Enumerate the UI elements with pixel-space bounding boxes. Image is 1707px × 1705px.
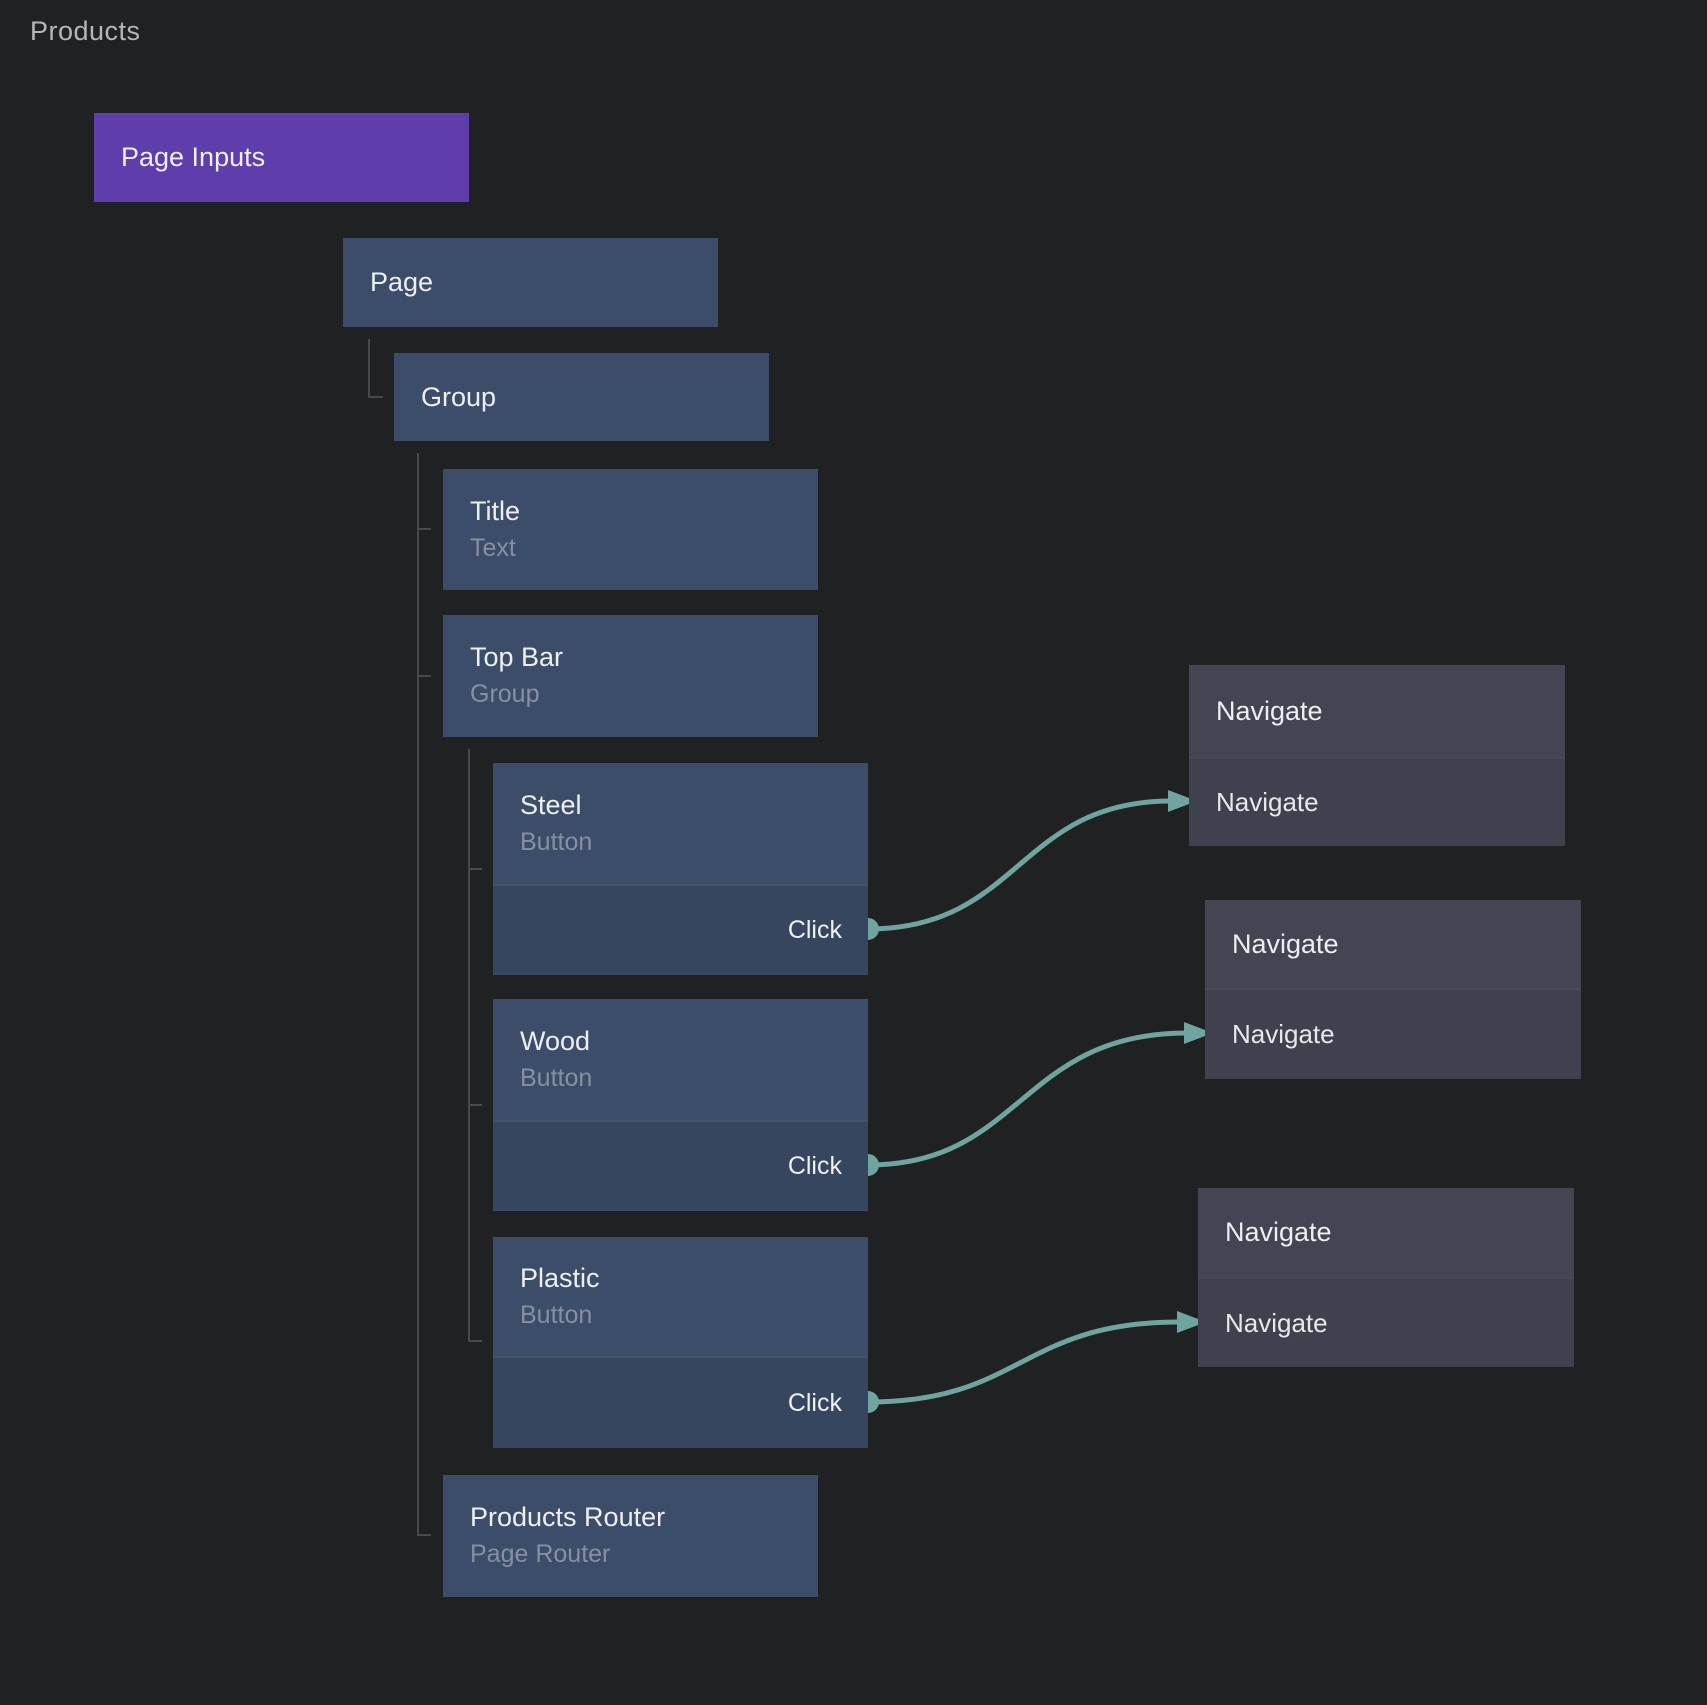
action-navigate-3-title: Navigate — [1225, 1217, 1332, 1247]
node-products-router[interactable]: Products Router Page Router — [443, 1475, 818, 1597]
node-top-bar-type: Group — [470, 680, 540, 708]
node-title-type: Text — [470, 533, 516, 562]
action-navigate-2-row[interactable]: Navigate — [1205, 988, 1581, 1079]
action-navigate-2-action-label: Navigate — [1232, 1019, 1335, 1049]
node-wood-type: Button — [520, 1063, 593, 1092]
node-products-router-label: Products Router — [470, 1502, 666, 1532]
wire-wood-click-to-navigate-2[interactable] — [867, 1030, 1188, 1168]
node-plastic-click-label: Click — [787, 1388, 842, 1417]
node-steel-click-label: Click — [787, 915, 842, 944]
action-navigate-2-title: Navigate — [1232, 928, 1339, 959]
action-navigate-1-header: Navigate — [1189, 665, 1565, 757]
arrowhead-navigate-3 — [1177, 1311, 1206, 1333]
action-navigate-3[interactable]: Navigate Navigate — [1198, 1188, 1574, 1367]
arrowhead-navigate-1 — [1168, 790, 1197, 812]
action-navigate-3-action-label: Navigate — [1225, 1307, 1328, 1338]
node-page-label: Page — [370, 267, 434, 297]
node-group[interactable]: Group — [394, 353, 769, 441]
node-page[interactable]: Page — [343, 238, 718, 327]
tree-connector-page-to-group — [368, 339, 383, 398]
node-wood[interactable]: Wood Button Click — [493, 999, 868, 1211]
node-page-inputs-label: Page Inputs — [121, 142, 266, 172]
arrowhead-navigate-2 — [1184, 1022, 1213, 1044]
node-steel-label: Steel — [520, 789, 582, 820]
node-steel[interactable]: Steel Button Click — [493, 763, 868, 975]
wire-plastic-click-to-navigate-3[interactable] — [867, 1319, 1181, 1405]
wire-steel-click-to-navigate-1[interactable] — [867, 798, 1172, 932]
node-steel-main: Steel Button — [493, 763, 868, 884]
node-title[interactable]: Title Text — [443, 469, 818, 590]
node-top-bar[interactable]: Top Bar Group — [443, 615, 818, 737]
action-navigate-3-header: Navigate — [1198, 1188, 1574, 1277]
action-navigate-1-action-label: Navigate — [1216, 787, 1319, 817]
node-wood-click-label: Click — [787, 1151, 842, 1180]
node-steel-type: Button — [520, 827, 593, 856]
node-plastic-click-row[interactable]: Click — [493, 1356, 868, 1448]
node-wood-click-row[interactable]: Click — [493, 1120, 868, 1210]
node-wood-main: Wood Button — [493, 999, 868, 1120]
tree-connector-group-children — [417, 453, 431, 1536]
node-wood-label: Wood — [520, 1025, 591, 1056]
node-page-inputs[interactable]: Page Inputs — [94, 113, 469, 202]
action-navigate-1[interactable]: Navigate Navigate — [1189, 665, 1565, 846]
node-plastic[interactable]: Plastic Button Click — [493, 1237, 868, 1448]
node-plastic-type: Button — [520, 1300, 593, 1329]
action-navigate-2-header: Navigate — [1205, 900, 1581, 988]
node-group-label: Group — [421, 381, 497, 412]
action-navigate-2[interactable]: Navigate Navigate — [1205, 900, 1581, 1079]
node-products-router-type: Page Router — [470, 1540, 611, 1568]
action-navigate-1-title: Navigate — [1216, 695, 1323, 726]
node-top-bar-label: Top Bar — [470, 642, 564, 672]
action-navigate-1-row[interactable]: Navigate — [1189, 757, 1565, 846]
tree-connector-topbar-children — [468, 749, 482, 1342]
page-title: Products — [30, 16, 141, 46]
action-navigate-3-row[interactable]: Navigate — [1198, 1277, 1574, 1367]
node-steel-click-row[interactable]: Click — [493, 884, 868, 974]
node-plastic-main: Plastic Button — [493, 1237, 868, 1356]
node-title-label: Title — [470, 495, 521, 526]
node-plastic-label: Plastic — [520, 1262, 600, 1293]
